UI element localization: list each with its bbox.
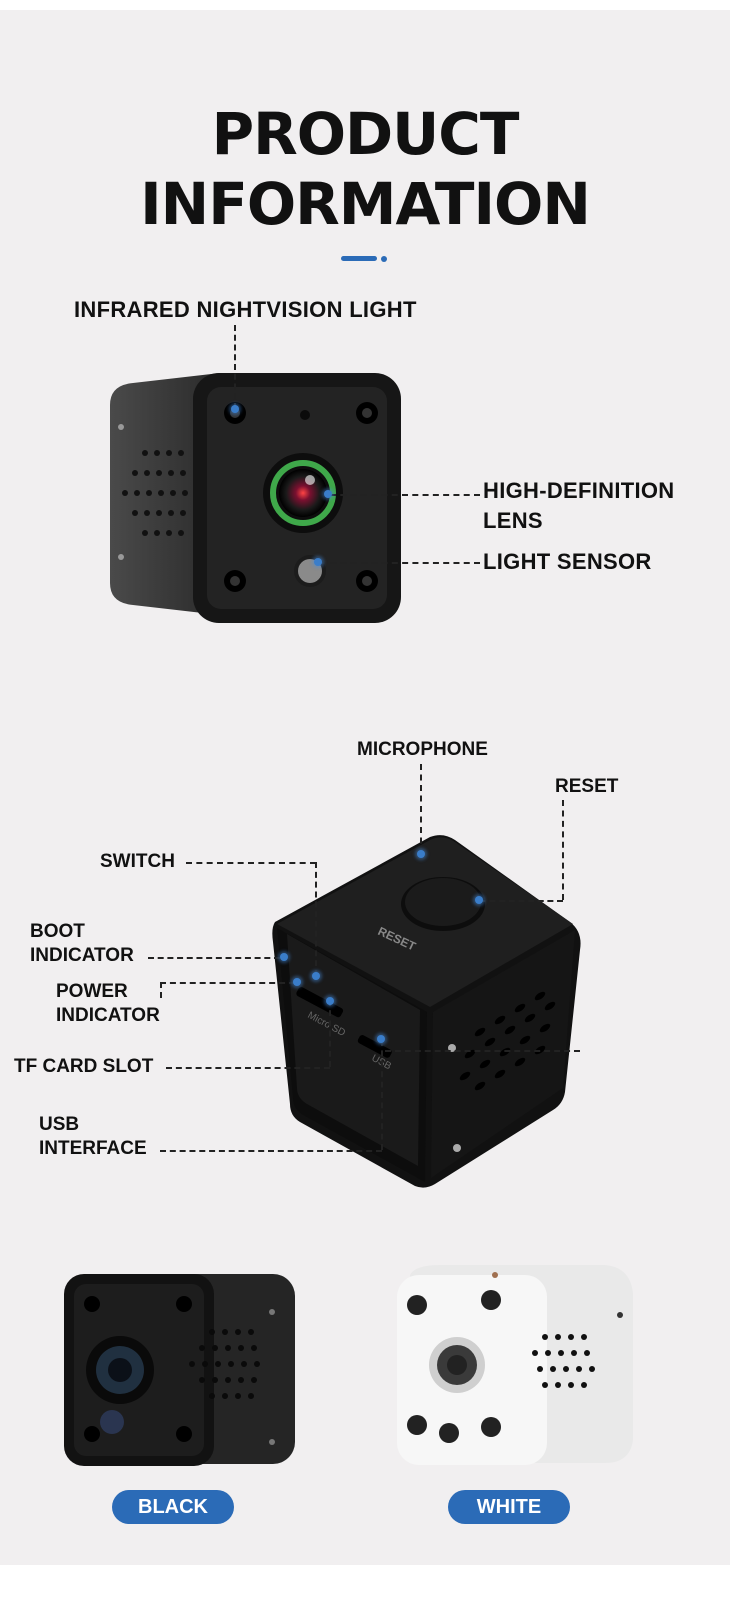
microphone-marker [417, 850, 425, 858]
camera-black-variant-image [64, 1274, 295, 1466]
black-variant-badge[interactable]: BLACK [112, 1490, 234, 1524]
power-label-line-2: INDICATOR [56, 1005, 160, 1026]
usb-marker [377, 1035, 385, 1043]
hd-lens-label-line-1: HIGH-DEFINITION [483, 478, 675, 503]
boot-marker [280, 953, 288, 961]
hd-lens-label-line-2: LENS [483, 508, 543, 533]
light-sensor-leader [320, 562, 480, 564]
white-variant-badge[interactable]: WHITE [448, 1490, 570, 1524]
usb-label-line-2: INTERFACE [39, 1138, 147, 1159]
usb-interface-label: USB INTERFACE [39, 1113, 147, 1161]
infrared-light-label: INFRARED NIGHTVISION LIGHT [74, 297, 417, 322]
power-label-line-1: POWER [56, 981, 128, 1002]
page-title-line-1: PRODUCT [211, 100, 520, 168]
tf-card-leader-h [166, 1067, 330, 1069]
infrared-marker [231, 405, 239, 413]
power-marker [293, 978, 301, 986]
boot-label-line-1: BOOT [30, 921, 85, 942]
boot-leader [148, 957, 280, 959]
light-sensor-label: LIGHT SENSOR [483, 549, 652, 574]
power-indicator-label: POWER INDICATOR [56, 980, 160, 1028]
title-divider [341, 254, 389, 262]
switch-label: SWITCH [100, 851, 175, 872]
boot-label-line-2: INDICATOR [30, 945, 134, 966]
lens-leader [330, 494, 480, 496]
usb-label-line-1: USB [39, 1114, 80, 1135]
usb-leader-v [381, 1040, 383, 1150]
page-title-line-2: INFORMATION [140, 170, 591, 238]
infrared-leader [234, 325, 236, 409]
boot-indicator-label: BOOT INDICATOR [30, 920, 134, 968]
lens-marker [324, 490, 332, 498]
power-leader-v [160, 982, 162, 998]
reset-leader-v [562, 800, 564, 900]
power-leader-h [160, 982, 295, 984]
switch-marker [312, 972, 320, 980]
tf-card-label: TF CARD SLOT [14, 1056, 154, 1077]
tf-card-leader-v [329, 1000, 331, 1067]
reset-leader-h [480, 900, 563, 902]
tf-card-marker [326, 997, 334, 1005]
microphone-leader [420, 764, 422, 854]
reset-label: RESET [555, 776, 619, 797]
microphone-label: MICROPHONE [357, 739, 488, 760]
camera-white-variant-image [397, 1265, 633, 1465]
hd-lens-label: HIGH-DEFINITION LENS [483, 476, 675, 536]
reset-marker [475, 896, 483, 904]
usb-leader-right [385, 1050, 580, 1052]
product-info-page: PRODUCT INFORMATION [0, 10, 730, 1565]
switch-leader-h [186, 862, 316, 864]
usb-leader-h [160, 1150, 382, 1152]
camera-front-image [110, 373, 401, 623]
light-sensor-marker [314, 558, 322, 566]
camera-side-image: RESET Micro SD USB [272, 835, 581, 1188]
switch-leader-v [315, 862, 317, 976]
